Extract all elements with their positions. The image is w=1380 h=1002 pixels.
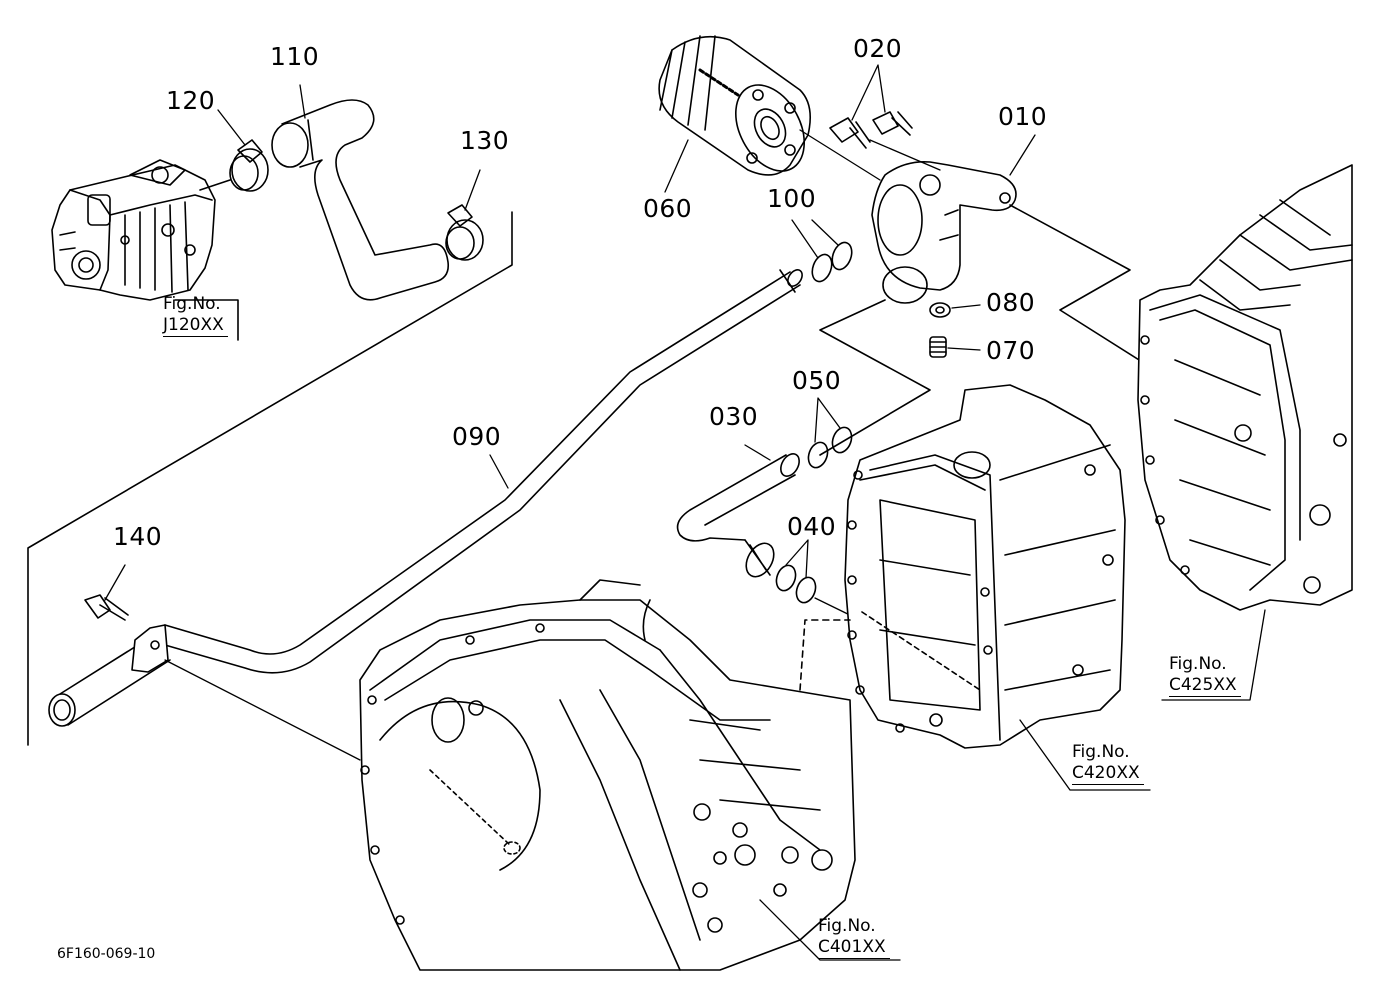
drawing-code: 6F160-069-10	[57, 946, 156, 962]
housing-c420xx	[845, 385, 1150, 790]
suction-hose-110	[272, 85, 448, 300]
washer-080	[930, 303, 980, 317]
part-label-090[interactable]: 090	[452, 422, 502, 451]
part-label-130[interactable]: 130	[460, 126, 510, 155]
figure-ref-prefix: Fig.No.	[818, 916, 876, 936]
oil-pipe-090	[165, 267, 805, 673]
part-label-120[interactable]: 120	[166, 86, 216, 115]
part-label-040[interactable]: 040	[787, 512, 837, 541]
part-label-100[interactable]: 100	[767, 184, 817, 213]
part-label-060[interactable]: 060	[643, 194, 693, 223]
housing-c401xx	[165, 580, 900, 970]
o-rings-040	[773, 540, 860, 620]
part-label-020[interactable]: 020	[853, 34, 903, 63]
figure-ref-c420xx[interactable]: Fig.No. C420XX	[1072, 742, 1144, 785]
figure-ref-prefix: Fig.No.	[163, 294, 221, 314]
part-label-050[interactable]: 050	[792, 366, 842, 395]
o-rings-050	[805, 398, 855, 470]
head-to-030-leader	[820, 300, 930, 455]
figure-ref-c401xx[interactable]: Fig.No. C401XX	[818, 916, 890, 959]
pipe-end-140	[49, 565, 170, 726]
o-rings-100	[792, 220, 855, 284]
filter-head-010	[872, 135, 1035, 303]
figure-ref-prefix: Fig.No.	[1169, 654, 1227, 674]
part-label-010[interactable]: 010	[998, 102, 1048, 131]
figure-ref-c425xx[interactable]: Fig.No. C425XX	[1169, 654, 1241, 697]
figure-ref-code: C420XX	[1072, 763, 1144, 785]
elbow-pipe-030	[678, 445, 803, 582]
part-label-080[interactable]: 080	[986, 288, 1036, 317]
housing-c425xx	[1138, 165, 1352, 700]
figure-ref-code: C425XX	[1169, 675, 1241, 697]
part-label-030[interactable]: 030	[709, 402, 759, 431]
hose-clamp-120	[218, 110, 268, 191]
part-label-140[interactable]: 140	[113, 522, 163, 551]
part-label-110[interactable]: 110	[270, 42, 320, 71]
figure-ref-prefix: Fig.No.	[1072, 742, 1130, 762]
bolts-020	[830, 65, 912, 148]
pump-leader	[175, 180, 238, 340]
figure-ref-j120xx[interactable]: Fig.No. J120XX	[163, 294, 228, 337]
pipe-leader-frame	[28, 212, 512, 745]
figure-ref-code: J120XX	[163, 315, 228, 337]
hose-clamp-130	[446, 170, 483, 260]
figure-ref-code: C401XX	[818, 937, 890, 959]
oil-filter-060	[659, 36, 818, 192]
plug-070	[930, 337, 980, 357]
part-label-070[interactable]: 070	[986, 336, 1036, 365]
hydraulic-pump	[52, 160, 215, 300]
